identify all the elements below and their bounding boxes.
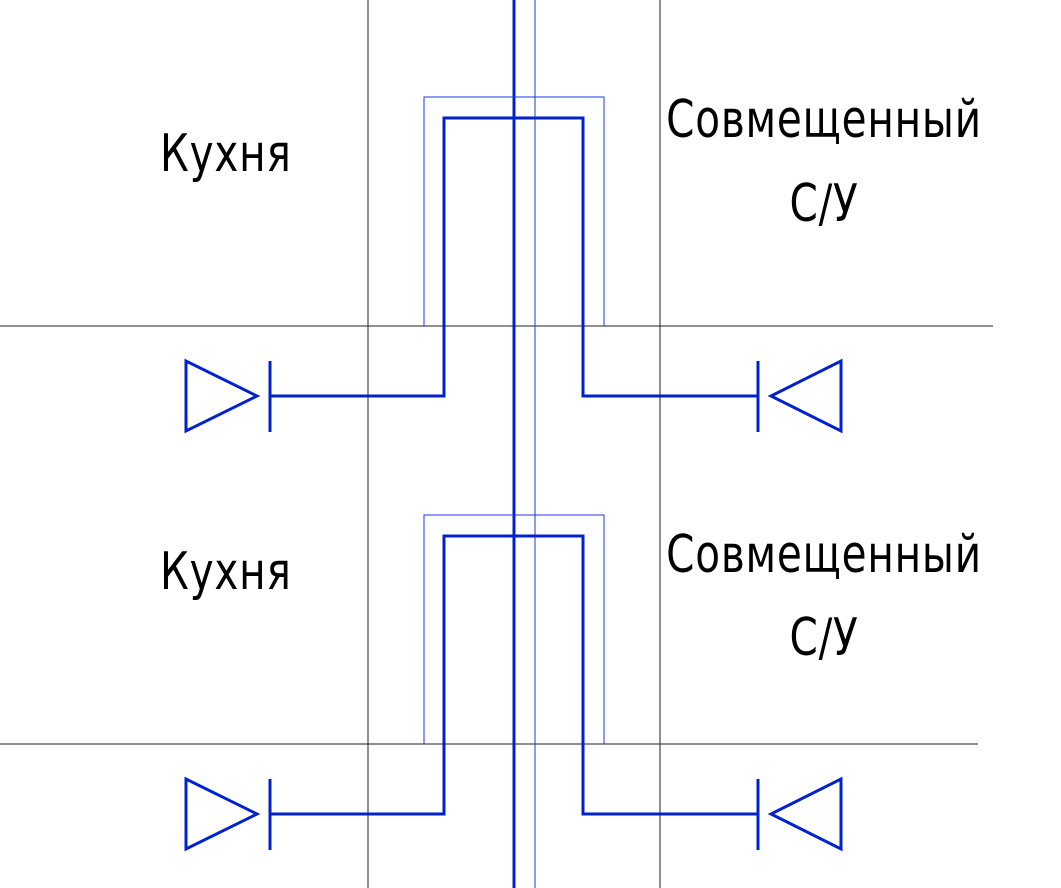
section-arrow-right-upper xyxy=(767,358,843,434)
branch-pipe-upper xyxy=(270,116,758,398)
branch-lower xyxy=(184,514,843,852)
room-label-bathroom-lower-line2: С/У xyxy=(789,608,859,668)
room-label-bathroom-lower-line1: Совмещенный xyxy=(666,525,982,585)
room-label-kitchen-lower: Кухня xyxy=(160,542,292,602)
section-arrow-left-upper xyxy=(184,358,261,434)
branch-outline-upper xyxy=(423,96,605,326)
branch-pipe-lower xyxy=(270,534,758,816)
section-arrow-right-lower xyxy=(767,776,843,852)
branch-outline-lower xyxy=(423,514,605,744)
riser xyxy=(512,0,536,888)
room-label-kitchen-upper: Кухня xyxy=(160,124,292,184)
grid-lines xyxy=(0,0,993,888)
section-arrow-left-lower xyxy=(184,776,261,852)
room-label-bathroom-upper-line1: Совмещенный xyxy=(666,90,982,150)
branch-upper xyxy=(184,96,843,434)
room-label-bathroom-upper-line2: С/У xyxy=(789,174,859,234)
